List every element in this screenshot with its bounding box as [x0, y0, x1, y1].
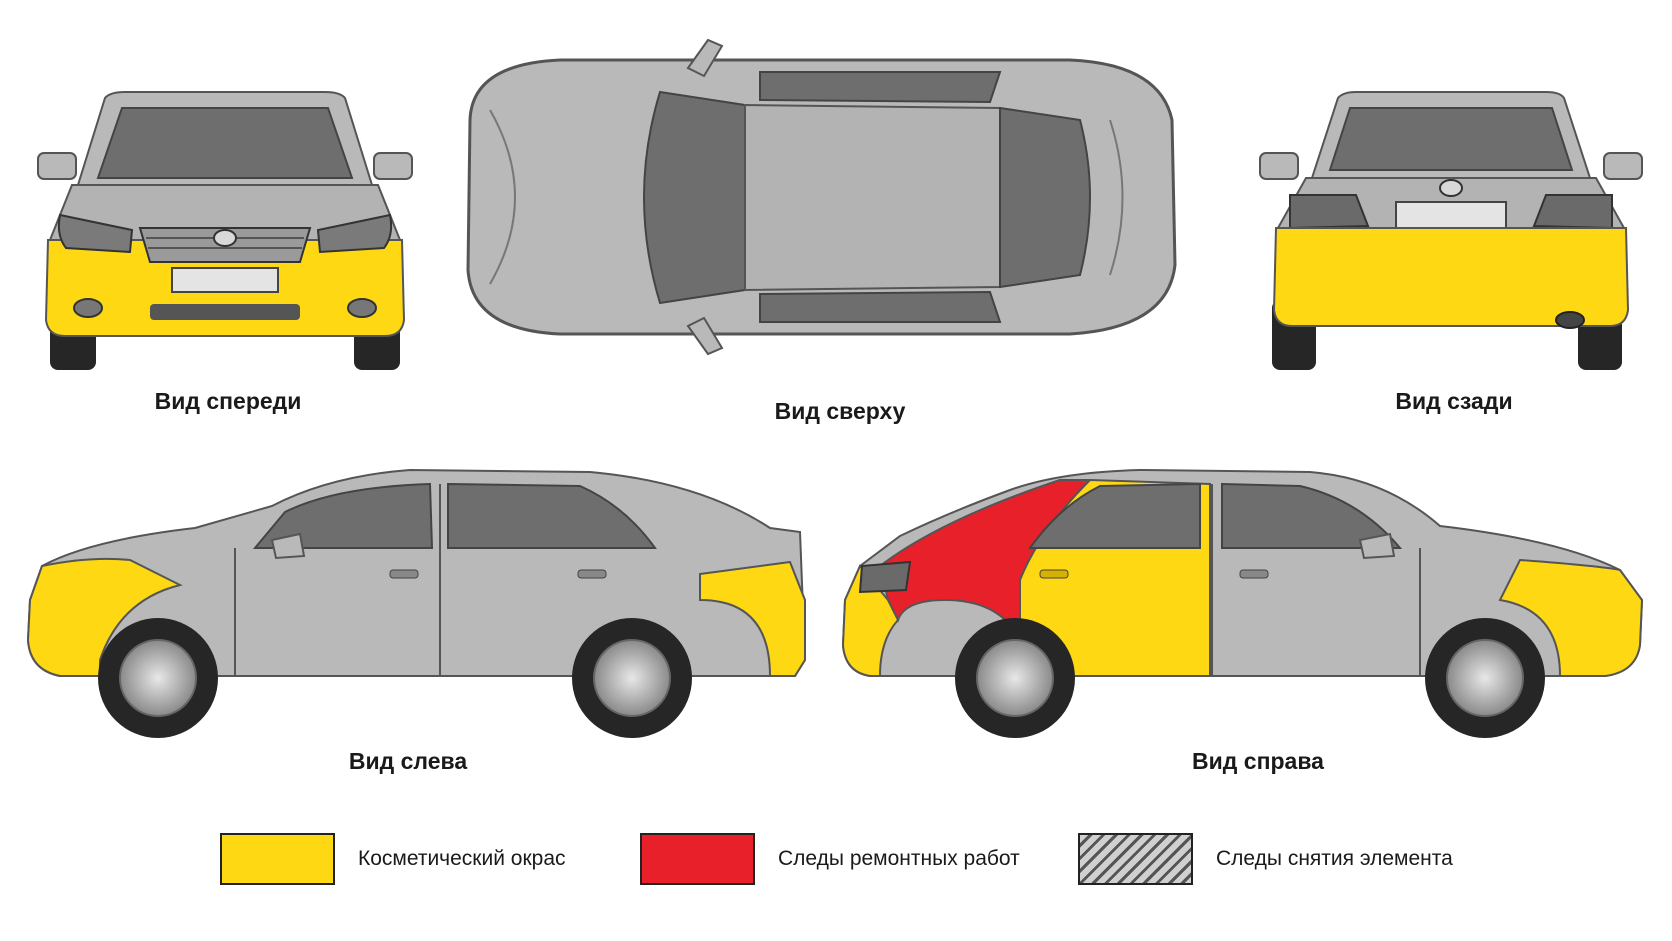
left-front-fender: [26, 557, 183, 677]
left-rear-window: [447, 482, 657, 549]
label-left-view: Вид слева: [348, 748, 468, 774]
legend-label-cosmetic-paint: Косметический окрас: [358, 847, 566, 870]
right-mirror: [373, 152, 413, 180]
legend-swatch-removed-element: [1078, 833, 1193, 885]
left-front-window: [252, 482, 434, 549]
car-left-view: [26, 468, 807, 738]
top-roof: [744, 103, 1001, 292]
rear-window: [1328, 107, 1574, 171]
rear-bumper: [1272, 227, 1630, 327]
right-rear-window: [1028, 482, 1201, 549]
front-plate: [171, 267, 279, 293]
right-front-fender: [1498, 558, 1644, 677]
label-top-view: Вид сверху: [774, 398, 906, 424]
legend-swatch-repair: [640, 833, 755, 885]
lower-intake: [150, 304, 300, 320]
front-right-headlight: [316, 213, 393, 254]
rear-plate: [1395, 201, 1507, 229]
legend-label-removed-element: Следы снятия элемента: [1216, 847, 1453, 870]
windshield: [96, 107, 354, 179]
car-right-view: [841, 468, 1644, 738]
label-rear-view: Вид сзади: [1395, 388, 1513, 414]
top-right-mirror: [686, 316, 724, 356]
exhaust: [1555, 311, 1585, 329]
right-front-window: [1221, 482, 1403, 549]
top-windshield: [643, 90, 746, 305]
car-rear-view: [1259, 91, 1643, 370]
car-top-view: [466, 38, 1177, 356]
brand-emblem: [213, 229, 237, 247]
left-rear-fender: [699, 560, 806, 677]
car-front-view: [37, 91, 413, 370]
label-right-view: Вид справа: [1192, 748, 1324, 774]
top-left-mirror: [686, 38, 724, 78]
label-front-view: Вид спереди: [154, 388, 302, 414]
top-rear-window: [999, 106, 1091, 289]
legend-swatch-cosmetic-paint: [220, 833, 335, 885]
legend-label-repair: Следы ремонтных работ: [778, 847, 1020, 870]
right-rear-bumper: [841, 564, 900, 677]
front-left-headlight: [57, 213, 134, 254]
left-mirror: [37, 152, 77, 180]
